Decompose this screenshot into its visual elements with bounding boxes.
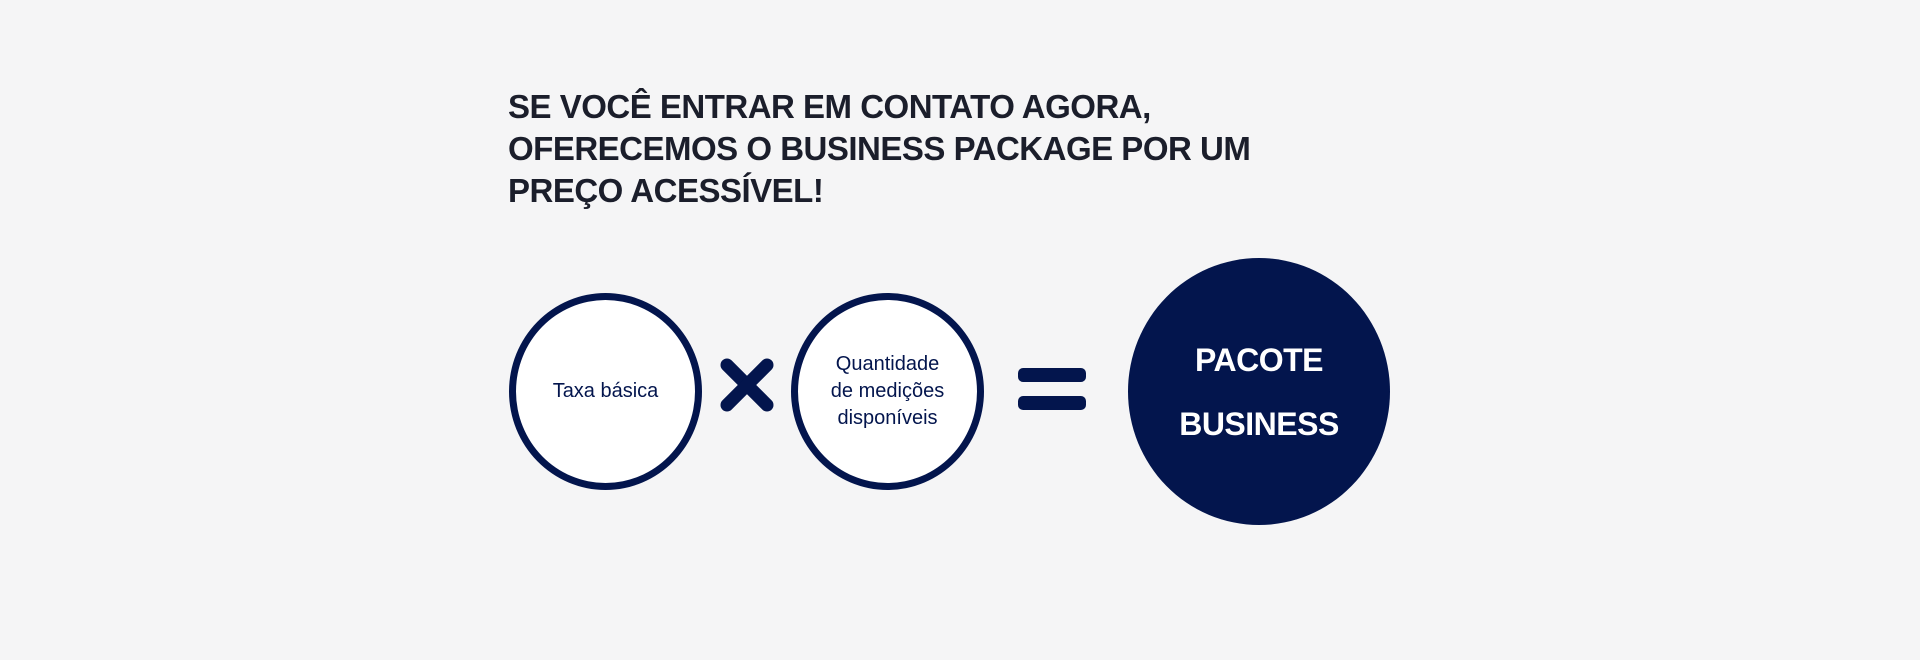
measurements-label-line-3: disponíveis bbox=[837, 407, 938, 429]
headline-line-2: OFERECEMOS O BUSINESS PACKAGE POR UM bbox=[508, 130, 1251, 167]
headline-line-1: SE VOCÊ ENTRAR EM CONTATO AGORA, bbox=[508, 88, 1151, 125]
business-package-circle: PACOTE BUSINESS bbox=[1128, 258, 1390, 525]
base-fee-circle: Taxa básica bbox=[509, 293, 702, 490]
measurements-label-line-2: de medições bbox=[830, 380, 945, 402]
base-fee-label: Taxa básica bbox=[552, 380, 659, 402]
result-label-line-2: BUSINESS bbox=[1179, 405, 1339, 442]
measurements-circle: Quantidade de medições disponíveis bbox=[791, 293, 984, 490]
result-label-line-1: PACOTE bbox=[1195, 341, 1323, 378]
times-icon bbox=[720, 358, 774, 412]
headline-line-3: PREÇO ACESSÍVEL! bbox=[508, 172, 824, 209]
headline: SE VOCÊ ENTRAR EM CONTATO AGORA, OFERECE… bbox=[508, 86, 1268, 212]
measurements-label-line-1: Quantidade bbox=[835, 353, 940, 375]
equals-icon bbox=[1018, 368, 1086, 410]
